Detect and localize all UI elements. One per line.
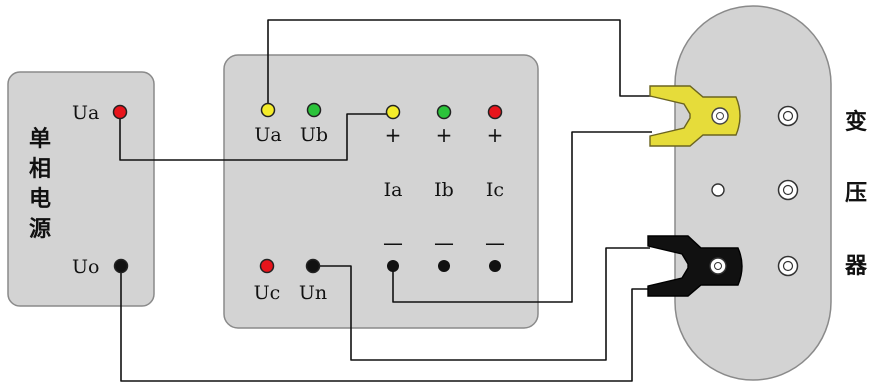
transformer-label-char: 压 [845,181,867,206]
tester-ic-plus-terminal[interactable] [487,104,503,120]
tester-ia-label: Ia [384,179,403,201]
tester-ua-terminal[interactable] [260,102,276,118]
source-label-char: 源 [29,217,51,242]
tester-ic-label: Ic [486,179,504,201]
lower-clamp-icon[interactable] [647,235,743,297]
tester-ub-terminal[interactable] [306,102,322,118]
source-label-char: 相 [29,157,51,182]
source-ua-label: Ua [72,102,99,124]
tester-box [223,54,539,329]
tester-ia-minus-sign: — [383,231,403,255]
bushing-icon [777,105,799,127]
tester-ub-label: Ub [300,124,328,146]
tester-ib-minus-sign: — [434,231,454,255]
tester-ib-plus-terminal[interactable] [436,104,452,120]
source-vertical-label: 单 相 电 源 [29,127,51,242]
tester-ia-plus-sign: + [385,123,402,147]
single-phase-source-box [7,71,155,307]
wire-tester-ia-minus-to-upper-clamp [392,131,652,303]
bushing-icon [711,183,725,197]
source-uo-label: Uo [72,256,99,278]
tester-ib-plus-sign: + [436,123,453,147]
source-ua-terminal[interactable] [112,104,128,120]
transformer-body [674,5,832,381]
source-uo-terminal[interactable] [113,258,129,274]
tester-ua-label: Ua [254,124,281,146]
transformer-label-char: 器 [844,254,868,279]
bushing-icon [777,255,799,277]
tester-ic-minus-terminal[interactable] [489,260,501,272]
tester-ia-minus-terminal[interactable] [387,260,399,272]
tester-ib-minus-terminal[interactable] [438,260,450,272]
tester-ia-plus-terminal[interactable] [385,104,401,120]
bushing-icon [777,179,799,201]
tester-ic-plus-sign: + [487,123,504,147]
source-label-char: 电 [29,187,51,212]
transformer-vertical-label: 变 压 器 [844,109,868,279]
wire-tester-ua-to-upper-clamp [267,19,652,109]
tester-uc-label: Uc [254,282,281,304]
tester-ib-label: Ib [434,179,454,201]
upper-clamp-icon[interactable] [649,85,741,147]
wire-source-uo-to-lower-clamp [120,268,650,382]
wire-tester-un-to-lower-clamp [313,247,650,361]
transformer-label-char: 变 [845,109,867,135]
source-label-char: 单 [29,127,51,152]
tester-uc-terminal[interactable] [259,258,275,274]
tester-un-label: Un [299,282,327,304]
tester-un-terminal[interactable] [305,258,321,274]
tester-ic-minus-sign: — [485,231,505,255]
wire-source-ua-to-tester-ia-plus [119,112,390,161]
